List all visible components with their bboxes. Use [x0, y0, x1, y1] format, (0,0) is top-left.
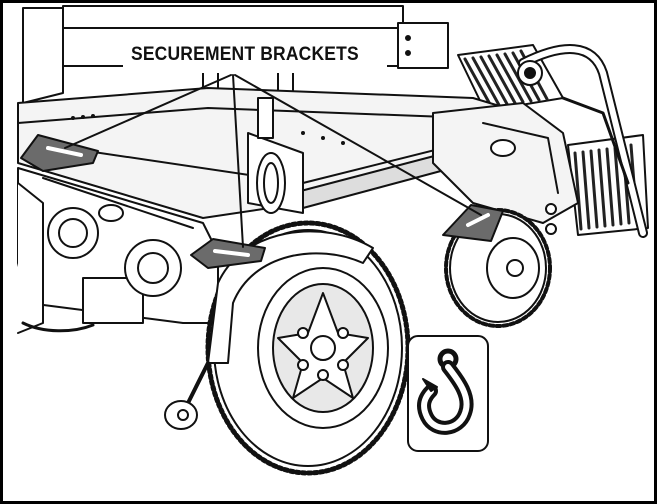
drive-wheel — [205, 220, 411, 476]
anti-tip-caster — [164, 361, 210, 430]
caster-arm — [432, 102, 579, 235]
callout-label-box: SECUREMENT BRACKETS — [123, 37, 387, 73]
leg-rest — [517, 44, 648, 238]
securement-bracket-left — [20, 134, 99, 172]
securement-hook-icon — [407, 335, 489, 452]
left-drive-area — [17, 182, 95, 334]
callout-leader-lines — [64, 74, 482, 248]
battery-box — [17, 167, 219, 324]
wheelchair-illustration — [17, 5, 649, 476]
securement-bracket-right — [442, 204, 504, 242]
securement-brackets-label: SECUREMENT BRACKETS — [131, 44, 359, 65]
seat-column — [247, 97, 304, 214]
securement-bracket-center — [190, 238, 266, 269]
fender — [207, 230, 374, 364]
